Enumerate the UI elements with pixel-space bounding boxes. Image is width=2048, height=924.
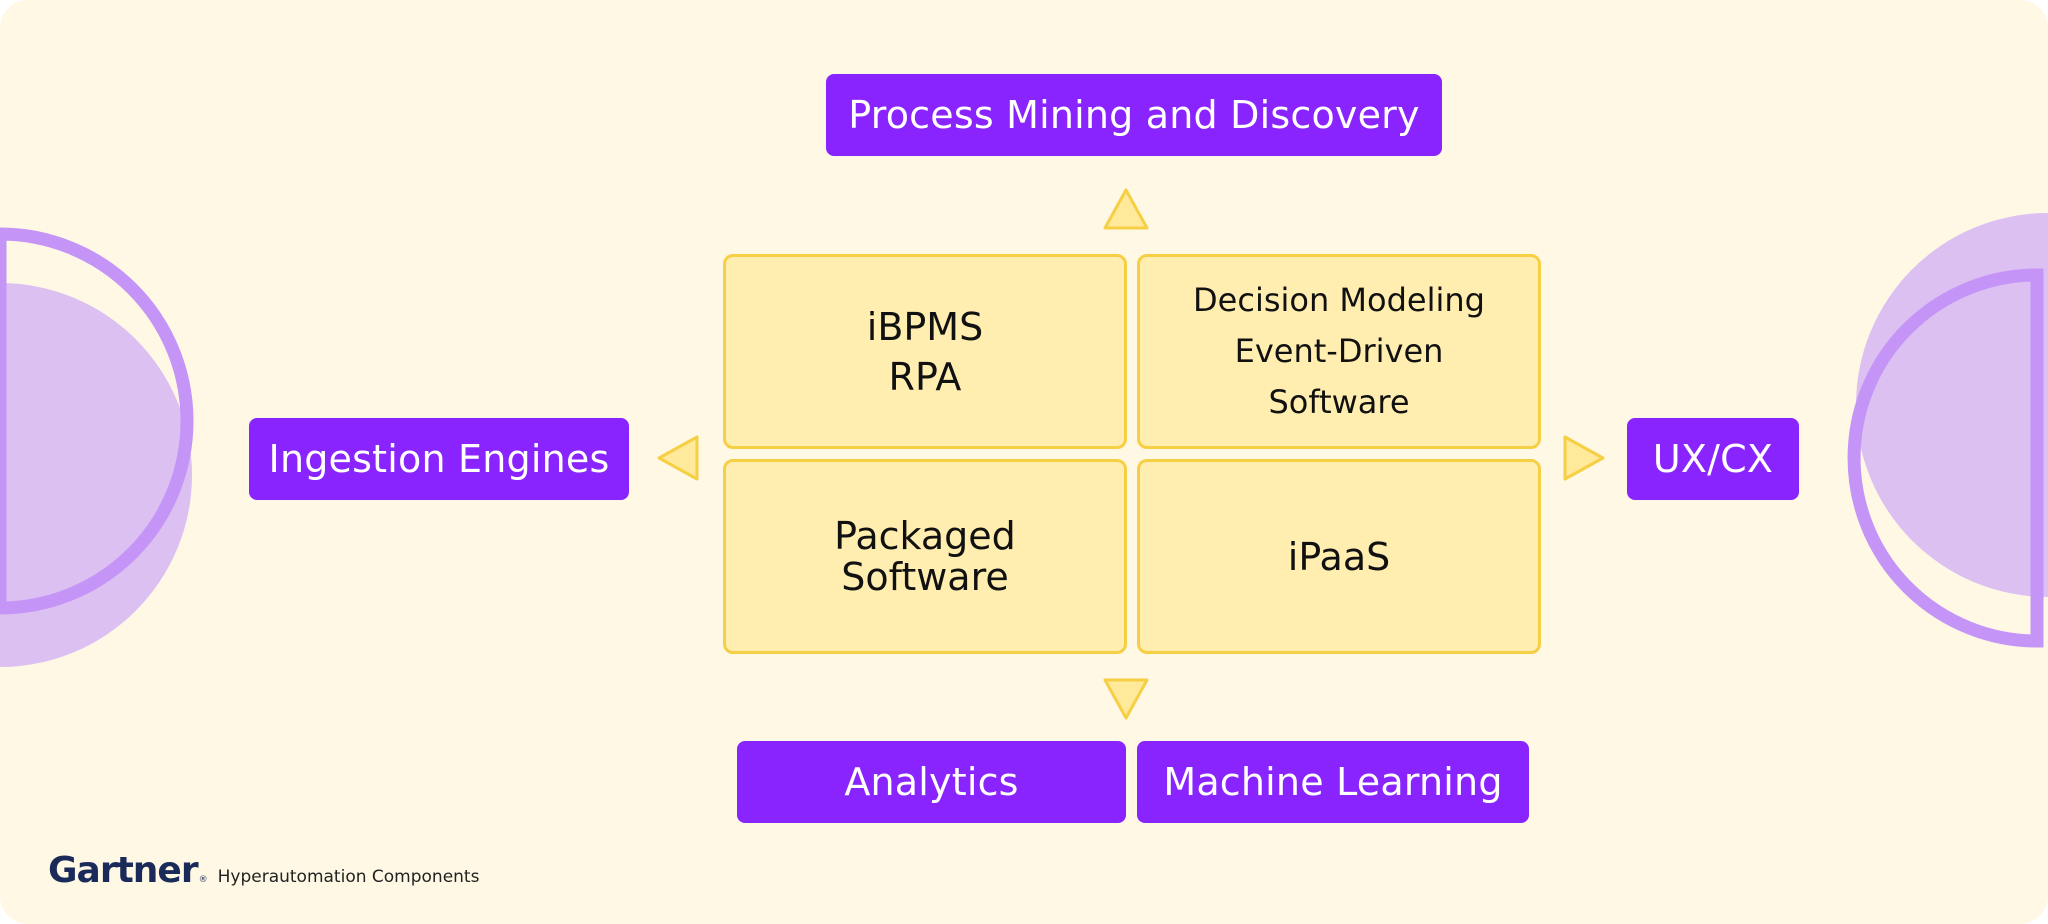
grid-cell-line: Software [1268,383,1410,421]
process-mining-label: Process Mining and Discovery [826,74,1442,156]
left-half-circle-decor [0,227,194,667]
right-half-circle-decor [1847,213,2048,648]
arrow-right-icon [1563,435,1605,481]
analytics-label: Analytics [737,741,1126,823]
grid-cell-top-left: iBPMS RPA [723,254,1127,449]
grid-cell-line: Software [841,554,1009,599]
registered-mark: ® [198,875,208,885]
grid-cell-line: Packaged [834,513,1016,558]
arrow-up-icon [1103,188,1149,230]
grid-cell-line: iPaaS [1287,534,1391,579]
grid-cell-line: Event-Driven [1234,332,1444,370]
grid-cell-top-right: Decision Modeling Event-Driven Software [1137,254,1541,449]
ux-cx-label: UX/CX [1627,418,1799,500]
grid-cell-line: RPA [888,354,962,399]
grid-cell-line: iBPMS [866,304,984,349]
arrow-left-icon [657,435,699,481]
gartner-logo: Gartner [48,850,199,891]
ingestion-engines-label: Ingestion Engines [249,418,629,500]
grid-cell-bottom-left: Packaged Software [723,459,1127,654]
footer-caption: Hyperautomation Components [217,867,480,887]
machine-learning-label: Machine Learning [1137,741,1529,823]
grid-cell-line: Decision Modeling [1193,281,1485,319]
footer: Gartner ® Hyperautomation Components [48,850,479,891]
grid-cell-bottom-right: iPaaS [1137,459,1541,654]
arrow-down-icon [1103,678,1149,720]
